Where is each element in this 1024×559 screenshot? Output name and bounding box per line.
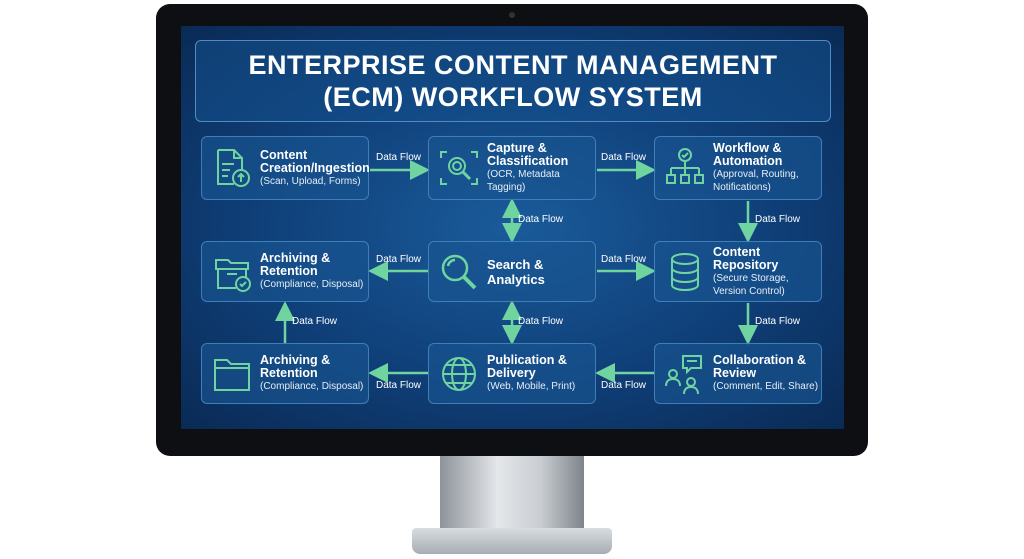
node-title: Capture & Classification xyxy=(487,141,569,168)
node-archiving-retention-2[interactable]: Archiving & Retention(Compliance, Dispos… xyxy=(201,343,369,404)
document-upload-icon xyxy=(217,149,250,187)
node-publication-delivery[interactable]: Publication & Delivery(Web, Mobile, Prin… xyxy=(428,343,596,404)
monitor-base xyxy=(412,528,612,554)
node-title: Collaboration & Review xyxy=(713,353,807,380)
flow-label: Data Flow xyxy=(518,214,564,225)
flow-label: Data Flow xyxy=(376,152,422,163)
node-subtitle: (Compliance, Disposal) xyxy=(260,279,364,290)
node-subtitle: (Scan, Upload, Forms) xyxy=(260,175,361,187)
node-content-repository[interactable]: Content Repository(Secure Storage, Versi… xyxy=(654,241,822,302)
flow-label: Data Flow xyxy=(601,152,647,163)
folder-icon xyxy=(214,358,250,391)
archive-check-icon xyxy=(215,258,251,292)
node-workflow-automation[interactable]: Workflow & Automation(Approval, Routing,… xyxy=(654,136,822,200)
diagram-title: ENTERPRISE CONTENT MANAGEMENT (ECM) WORK… xyxy=(195,40,831,122)
flow-label: Data Flow xyxy=(755,214,801,225)
node-subtitle: (Secure Storage, Version Control) xyxy=(713,272,789,297)
node-title: Archiving & Retention xyxy=(260,353,331,380)
flow-label: Data Flow xyxy=(376,254,422,265)
flow-label: Data Flow xyxy=(601,254,647,265)
node-title: Content Repository xyxy=(713,244,779,272)
node-archiving-retention[interactable]: Archiving & Retention(Compliance, Dispos… xyxy=(201,241,369,302)
workflow-hierarchy-icon xyxy=(666,148,704,184)
flow-label: Data Flow xyxy=(518,316,564,327)
node-subtitle: (Comment, Edit, Share) xyxy=(713,381,819,392)
globe-icon xyxy=(442,356,476,391)
node-subtitle: (Compliance, Disposal) xyxy=(260,381,364,392)
node-title: Publication & Delivery xyxy=(487,353,567,380)
node-title: Search & Analytics xyxy=(487,256,545,287)
flow-label: Data Flow xyxy=(292,316,338,327)
node-collaboration-review[interactable]: Collaboration & Review(Comment, Edit, Sh… xyxy=(654,343,822,404)
node-subtitle: (OCR, Metadata Tagging) xyxy=(487,169,560,193)
search-icon xyxy=(441,254,477,289)
node-subtitle: (Approval, Routing, Notifications) xyxy=(713,169,799,193)
node-subtitle: (Web, Mobile, Print) xyxy=(487,381,576,392)
flow-label: Data Flow xyxy=(601,380,647,391)
node-content-creation[interactable]: Content Creation/Ingestion(Scan, Upload,… xyxy=(201,136,370,200)
node-title: Content Creation/Ingestion xyxy=(260,147,370,175)
flow-label: Data Flow xyxy=(376,380,422,391)
node-search-analytics[interactable]: Search & Analytics xyxy=(428,241,596,302)
node-title: Archiving & Retention xyxy=(260,251,331,278)
node-title: Workflow & Automation xyxy=(713,141,783,168)
monitor-stand xyxy=(440,456,584,536)
node-capture-classification[interactable]: Capture & Classification(OCR, Metadata T… xyxy=(428,136,596,200)
title-line-2: (ECM) WORKFLOW SYSTEM xyxy=(323,82,703,112)
users-chat-icon xyxy=(665,354,702,394)
webcam xyxy=(509,12,515,18)
database-icon xyxy=(671,252,699,291)
scan-magnifier-icon xyxy=(440,151,478,185)
flow-label: Data Flow xyxy=(755,316,801,327)
title-line-1: ENTERPRISE CONTENT MANAGEMENT xyxy=(248,50,778,80)
